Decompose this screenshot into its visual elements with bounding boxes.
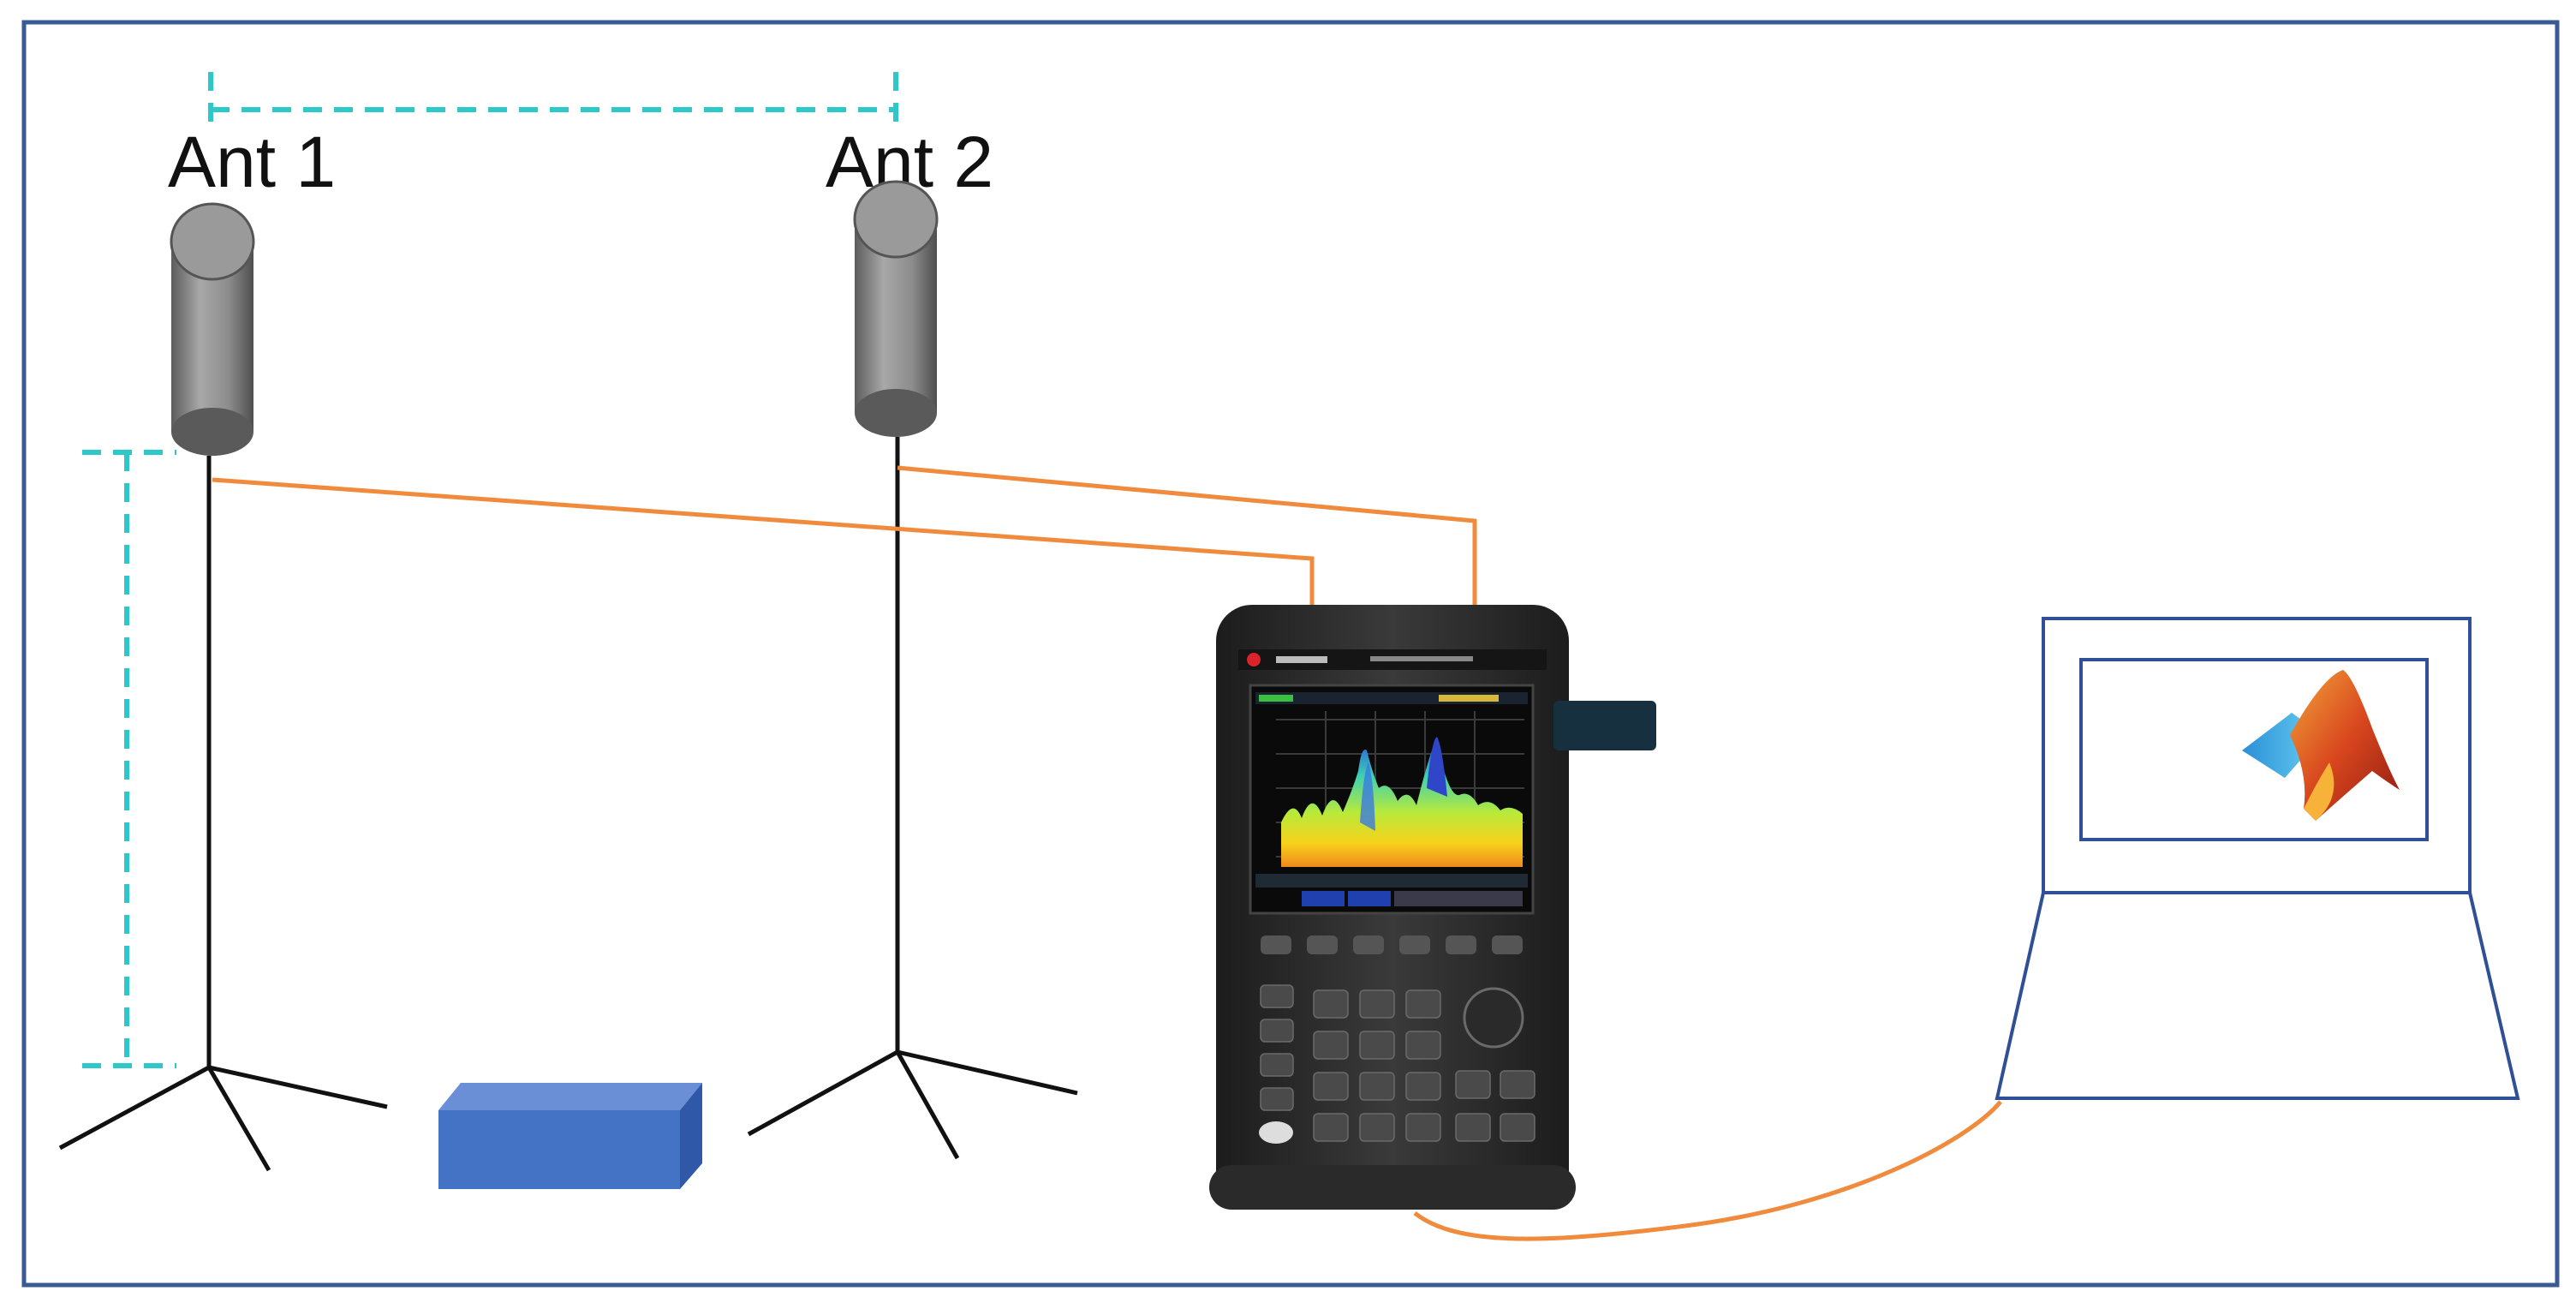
blue-box-icon <box>438 1083 702 1189</box>
antenna-1 <box>170 202 255 456</box>
spectrum-analyzer-icon <box>1209 605 1656 1210</box>
separation-dimension <box>208 72 898 124</box>
antenna-2 <box>853 180 939 437</box>
tripod-2 <box>747 437 1078 1160</box>
matlab-logo-icon <box>2242 670 2400 821</box>
antenna-cables <box>212 465 1477 615</box>
tripod-1 <box>58 456 388 1172</box>
usb-cable <box>1413 1100 2002 1241</box>
laptop-icon <box>1995 617 2520 1100</box>
antenna-1-label: Ant 1 <box>168 122 336 202</box>
height-dimension <box>82 450 176 1068</box>
